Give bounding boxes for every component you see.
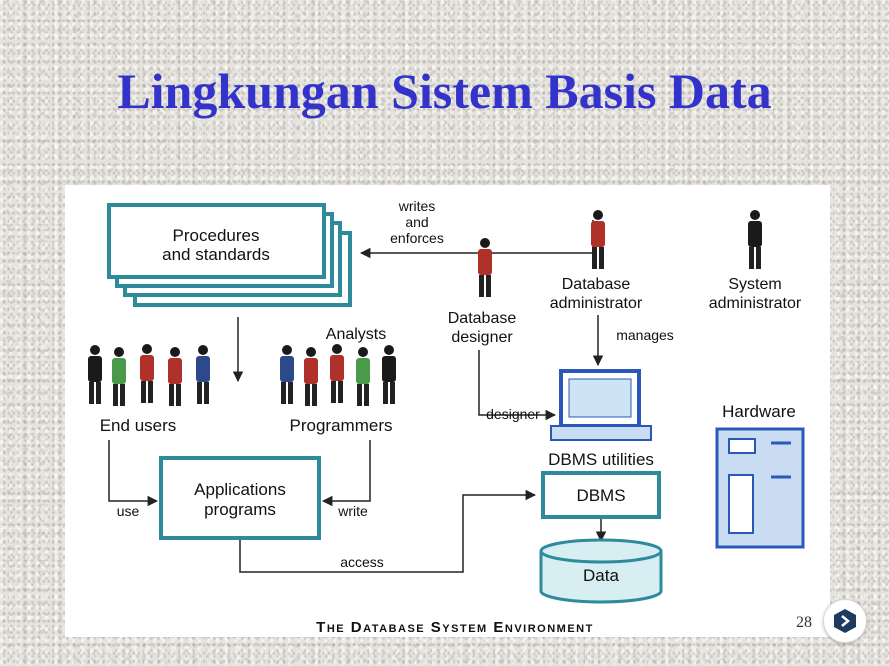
writes-label: writes [398,198,436,214]
diagram-caption: The Database System Environment [316,619,594,636]
analysts-programmers-group [280,344,396,406]
designer-arrow [478,350,557,421]
analysts-label: Analysts [326,326,386,343]
applications-label-line1: Applications [194,480,286,499]
procedures-label-line1: Procedures [173,226,260,245]
database-designer-label-line2: designer [451,329,513,346]
page-number: 28 [796,614,812,631]
programmers-label: Programmers [290,416,393,435]
use-label: use [117,503,140,519]
procedures-and-standards-stack [107,203,352,307]
database-administrator-label-line2: administrator [550,295,643,312]
dbms-box [541,471,661,519]
use-arrow [108,440,159,507]
write-arrow [321,440,371,507]
enforces-label: enforces [390,230,444,246]
system-administrator-label-line1: System [728,276,781,293]
data-label: Data [583,566,619,585]
app-logo[interactable] [823,599,867,643]
access-arrow [239,489,537,573]
write-label: write [337,503,368,519]
applications-programs-box [159,456,321,540]
logo-icon [834,609,856,633]
database-designer-label-line1: Database [448,310,517,327]
system-administrator-label-line2: administrator [709,295,802,312]
dbms-label: DBMS [576,486,625,505]
end-users-group [88,344,210,406]
access-label: access [340,554,384,570]
hardware-server-icon [715,427,805,549]
computer-monitor-icon [550,369,652,441]
designer-edge-label: designer [486,406,540,422]
system-administrator-figure [748,210,762,269]
database-administrator-label-line1: Database [562,276,631,293]
applications-label-line2: programs [204,500,276,519]
database-environment-diagram: Procedures and standards writes and enfo… [65,185,830,637]
and-label: and [405,214,428,230]
dbms-utilities-label: DBMS utilities [548,450,654,469]
manages-label: manages [616,327,674,343]
database-administrator-figure [591,210,605,269]
hardware-label: Hardware [722,402,796,421]
procedures-label-line2: and standards [162,245,270,264]
end-users-label: End users [100,416,177,435]
data-cylinder-icon [539,538,663,604]
slide-title: Lingkungan Sistem Basis Data [117,63,772,119]
database-designer-figure [478,238,492,297]
